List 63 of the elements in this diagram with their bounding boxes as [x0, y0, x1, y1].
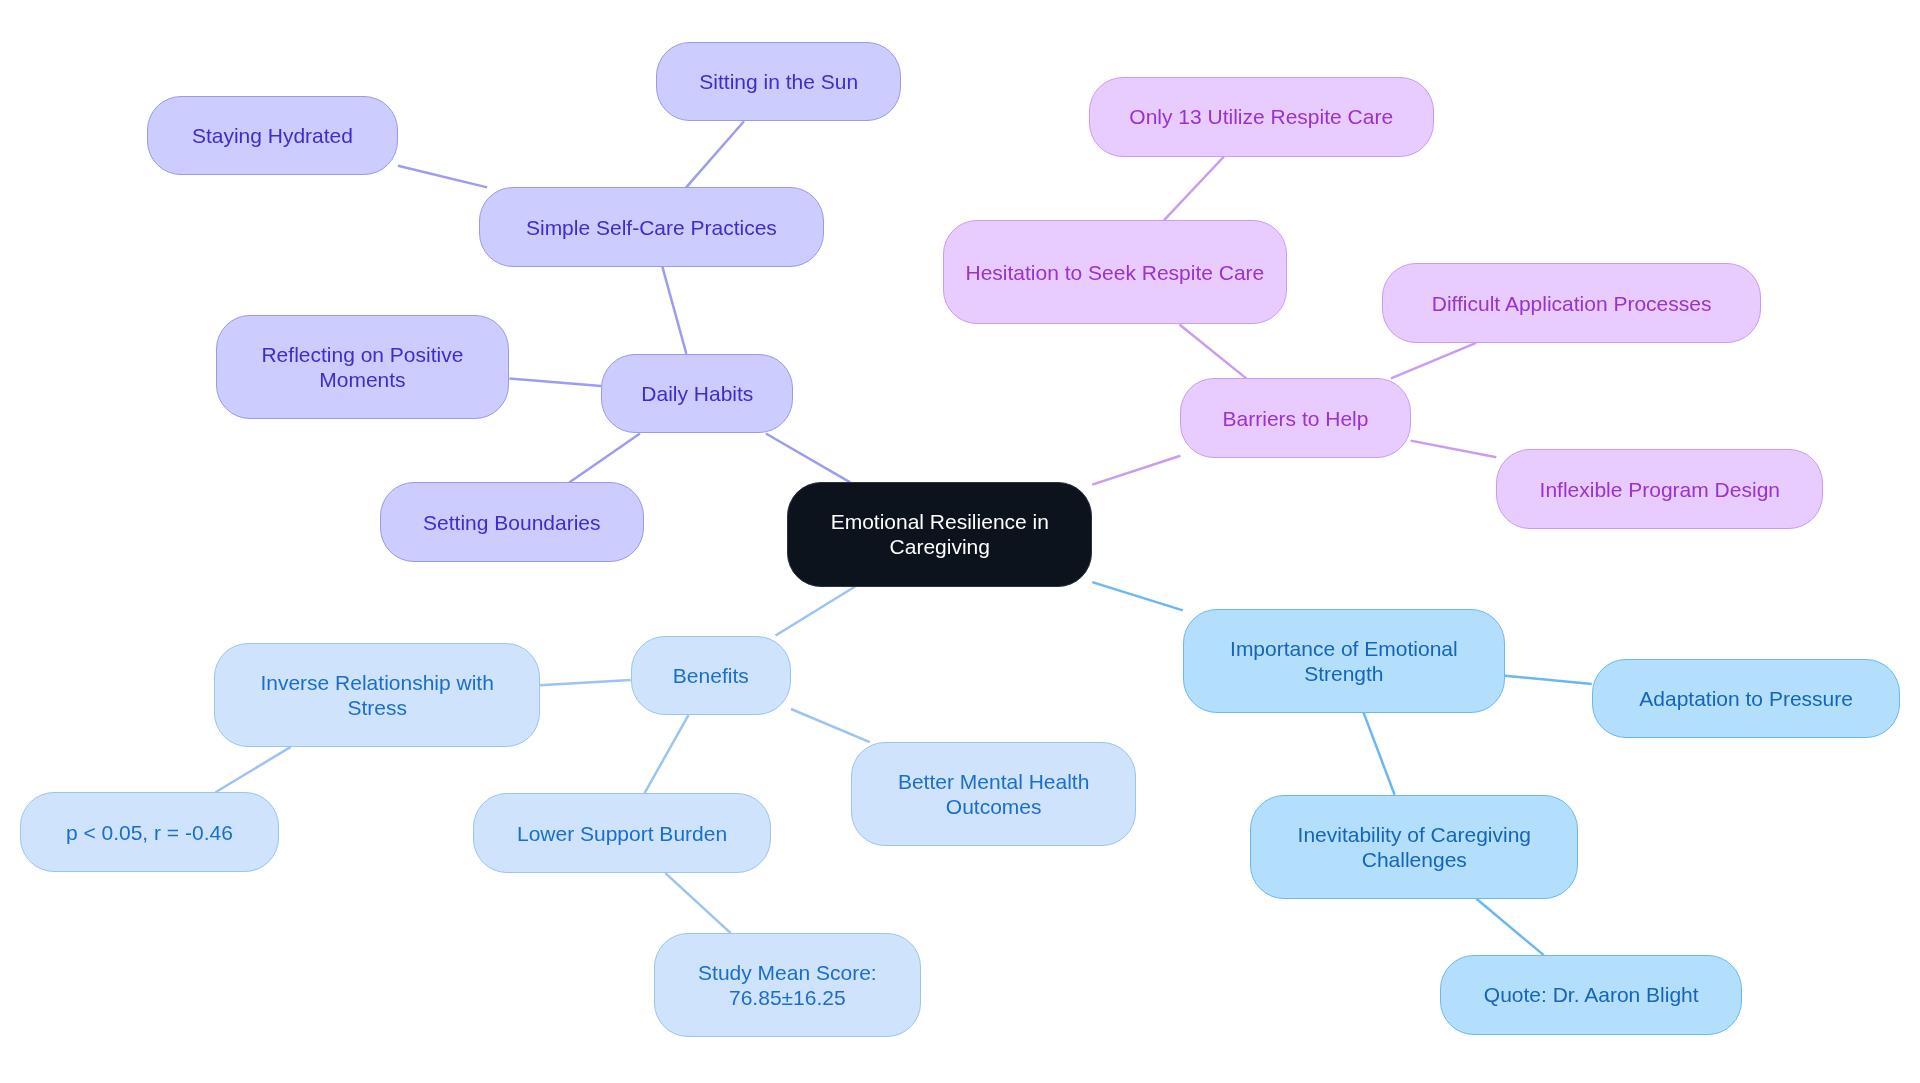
topic-box	[146, 95, 398, 176]
connector-line	[1178, 323, 1247, 380]
node-label: Benefits	[672, 662, 749, 688]
connector-line	[568, 432, 641, 484]
connector-line	[1504, 674, 1592, 686]
node-label: Lower Support Burden	[516, 820, 728, 846]
topic-box	[942, 220, 1287, 325]
topic-box	[653, 933, 921, 1038]
node-label: Reflecting on Positive Moments	[260, 341, 465, 392]
node-label: Adaptation to Pressure	[1639, 686, 1853, 712]
node-label: Sitting in the Sun	[699, 68, 859, 94]
topic-box	[379, 482, 645, 562]
connector-line	[643, 714, 690, 795]
node-label: Difficult Application Processes	[1431, 290, 1712, 316]
node-label: Quote: Dr. Aaron Blight	[1483, 982, 1699, 1008]
connector-line	[1091, 454, 1181, 486]
connector-line	[509, 377, 602, 388]
node-label: p < 0.05, r = -0.46	[65, 819, 233, 845]
topic-box	[630, 635, 791, 716]
node-label: Importance of Emotional Strength	[1229, 635, 1459, 686]
node-label: Inevitability of Caregiving Challenges	[1296, 821, 1532, 872]
connector-line	[397, 164, 488, 189]
connector-line	[661, 266, 688, 355]
connector-line	[539, 678, 631, 687]
topic-box	[1180, 378, 1411, 458]
topic-box	[1250, 794, 1579, 899]
node-label: Hesitation to Seek Respite Care	[965, 259, 1265, 285]
connector-line	[1162, 155, 1225, 222]
topic-box	[656, 41, 902, 122]
topic-box	[1088, 77, 1434, 157]
topic-box	[214, 642, 540, 747]
connector-line	[664, 872, 732, 934]
node-label: Setting Boundaries	[423, 509, 601, 535]
topic-box	[215, 314, 510, 419]
connector-line	[1091, 580, 1184, 612]
topic-box	[19, 792, 280, 872]
connector-line	[214, 745, 292, 794]
node-label: Inverse Relationship with Stress	[259, 669, 495, 720]
connector-line	[1362, 712, 1396, 796]
topic-box	[601, 353, 794, 434]
node-label: Barriers to Help	[1222, 405, 1369, 431]
connector-line	[765, 432, 851, 484]
connector-line	[1475, 897, 1545, 957]
connector-line	[774, 585, 856, 637]
connector-line	[1410, 439, 1497, 459]
node-label: Simple Self-Care Practices	[525, 214, 777, 240]
node-label: Emotional Resilience in Caregiving	[829, 509, 1050, 560]
node-label: Daily Habits	[641, 381, 754, 407]
connector-line	[685, 120, 745, 189]
node-label: Inflexible Program Design	[1539, 476, 1780, 502]
topic-box	[1440, 955, 1743, 1035]
topic-box	[1382, 263, 1761, 343]
connector-line	[790, 707, 871, 744]
node-label: Only 13 Utilize Respite Care	[1129, 104, 1394, 130]
topic-box	[1496, 449, 1824, 529]
node-label: Staying Hydrated	[191, 122, 353, 148]
topic-box	[478, 187, 825, 267]
central-topic-box	[787, 482, 1093, 587]
node-label: Study Mean Score: 76.85±16.25	[697, 960, 878, 1011]
node-label: Better Mental Health Outcomes	[896, 769, 1091, 820]
connector-line	[1390, 341, 1477, 380]
topic-box	[851, 742, 1137, 847]
topic-box	[1182, 608, 1505, 713]
